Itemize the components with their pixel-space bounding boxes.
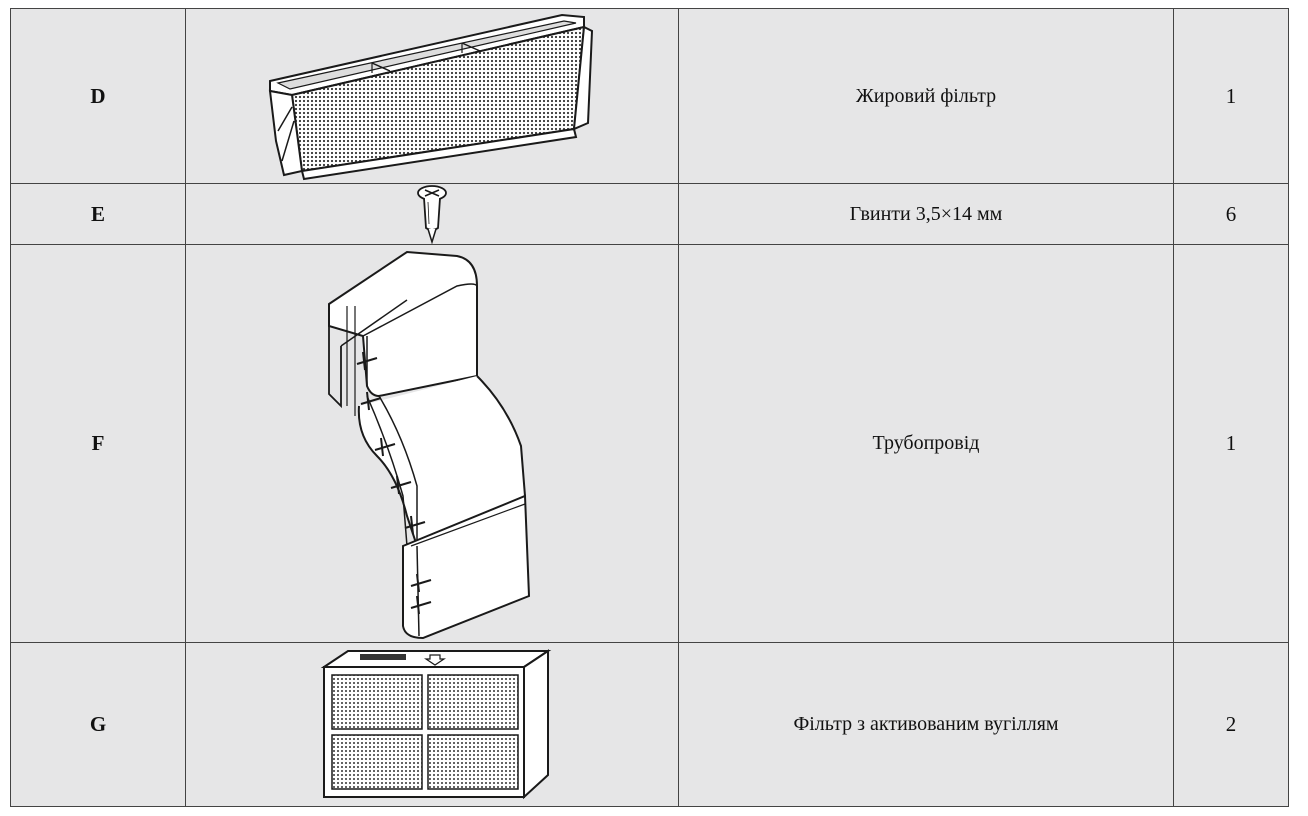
part-quantity: 1	[1173, 8, 1289, 184]
carbon-filter-illustration	[185, 642, 679, 807]
part-name: Гвинти 3,5×14 мм	[678, 183, 1174, 245]
table-row: F	[10, 244, 1289, 643]
carbon-filter-icon	[320, 648, 552, 799]
part-letter: E	[10, 183, 186, 245]
screw-icon	[417, 185, 447, 244]
part-quantity: 1	[1173, 244, 1289, 643]
grease-filter-icon	[268, 13, 594, 181]
table-row: G	[10, 642, 1289, 807]
part-quantity: 6	[1173, 183, 1289, 245]
part-letter: D	[10, 8, 186, 184]
part-letter: F	[10, 244, 186, 643]
table-row: E Гвинти 3,5×14 мм 6	[10, 183, 1289, 245]
duct-illustration	[185, 244, 679, 643]
part-quantity: 2	[1173, 642, 1289, 807]
screw-illustration	[185, 183, 679, 245]
part-letter: G	[10, 642, 186, 807]
table-row: D	[10, 8, 1289, 184]
part-name: Трубопровід	[678, 244, 1174, 643]
duct-icon	[328, 250, 531, 640]
grease-filter-illustration	[185, 8, 679, 184]
part-name: Жировий фільтр	[678, 8, 1174, 184]
part-name: Фільтр з активованим вугіллям	[678, 642, 1174, 807]
parts-table: D	[10, 8, 1289, 807]
